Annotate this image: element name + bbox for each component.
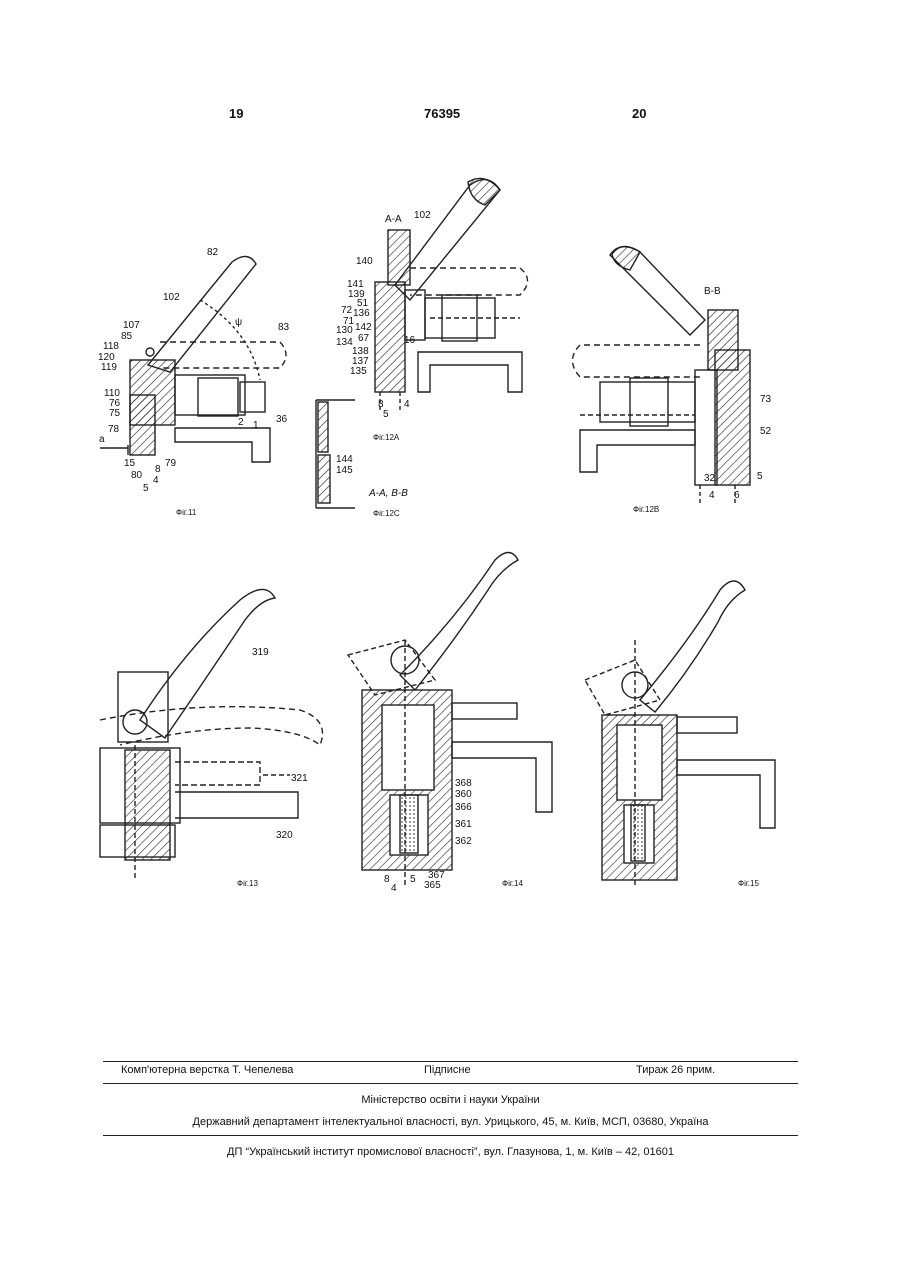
label-8: 8 bbox=[384, 874, 390, 885]
label-15: 15 bbox=[124, 458, 136, 469]
label-118: 118 bbox=[103, 341, 119, 352]
footer-department: Державний департамент інтелектуальної вл… bbox=[0, 1116, 901, 1128]
caption-fig-12b: Фіг.12В bbox=[633, 505, 659, 514]
caption-fig-12c: Фіг.12С bbox=[373, 509, 400, 518]
label-85: 85 bbox=[121, 331, 133, 342]
footer-signed: Підписне bbox=[424, 1064, 471, 1076]
label-32: 32 bbox=[704, 473, 716, 484]
label-section-bb: B-B bbox=[704, 286, 721, 297]
label-4: 4 bbox=[404, 399, 410, 410]
label-134: 134 bbox=[336, 337, 353, 348]
figure-13-labels: 319 321 320 Фіг.13 bbox=[237, 647, 308, 888]
label-80: 80 bbox=[131, 470, 143, 481]
figure-14-drawing bbox=[348, 553, 552, 886]
label-361: 361 bbox=[455, 819, 472, 830]
label-79: 79 bbox=[165, 458, 177, 469]
caption-fig-14: Фіг.14 bbox=[502, 879, 523, 888]
label-365: 365 bbox=[424, 880, 441, 891]
figure-12b-drawing bbox=[573, 246, 751, 505]
label-83: 83 bbox=[278, 322, 290, 333]
label-4: 4 bbox=[709, 490, 715, 501]
caption-fig-15: Фіг.15 bbox=[738, 879, 759, 888]
label-319: 319 bbox=[252, 647, 269, 658]
label-73: 73 bbox=[760, 394, 772, 405]
label-2: 2 bbox=[238, 417, 244, 428]
label-366: 366 bbox=[455, 802, 472, 813]
label-1: 1 bbox=[253, 420, 259, 431]
footer-rule-bottom bbox=[103, 1135, 798, 1136]
figure-15-labels: Фіг.15 bbox=[738, 879, 759, 888]
footer-credit: Комп'ютерна верстка Т. Чепелева bbox=[121, 1064, 293, 1076]
footer-ministry: Міністерство освіти і науки України bbox=[0, 1094, 901, 1106]
label-102: 102 bbox=[163, 292, 180, 303]
label-5: 5 bbox=[757, 471, 763, 482]
label-136: 136 bbox=[353, 308, 370, 319]
figure-12b-labels: B-B 73 52 32 5 4 6 Фіг.12В bbox=[633, 286, 772, 514]
footer-rule-middle bbox=[103, 1083, 798, 1084]
label-368: 368 bbox=[455, 778, 472, 789]
label-5: 5 bbox=[383, 409, 389, 420]
label-36: 36 bbox=[276, 414, 288, 425]
label-8: 8 bbox=[155, 464, 161, 475]
label-135: 135 bbox=[350, 366, 367, 377]
caption-fig-13: Фіг.13 bbox=[237, 879, 258, 888]
label-320: 320 bbox=[276, 830, 293, 841]
caption-fig-12a: Фіг.12А bbox=[373, 433, 400, 442]
label-107: 107 bbox=[123, 320, 140, 331]
label-sections: A-A, B-B bbox=[368, 488, 408, 499]
label-4: 4 bbox=[391, 883, 397, 894]
footer-print-run: Тираж 26 прим. bbox=[636, 1064, 715, 1076]
caption-fig-11: Фіг.11 bbox=[176, 508, 197, 517]
label-psi: ψ bbox=[235, 317, 242, 328]
label-52: 52 bbox=[760, 426, 772, 437]
label-360: 360 bbox=[455, 789, 472, 800]
label-5: 5 bbox=[410, 874, 416, 885]
footer-institute: ДП “Український інститут промислової вла… bbox=[0, 1146, 901, 1158]
label-130: 130 bbox=[336, 325, 353, 336]
label-78: 78 bbox=[108, 424, 120, 435]
label-82: 82 bbox=[207, 247, 219, 258]
label-362: 362 bbox=[455, 836, 472, 847]
label-102: 102 bbox=[414, 210, 431, 221]
label-4: 4 bbox=[153, 475, 159, 486]
label-6: 6 bbox=[734, 490, 740, 501]
label-145: 145 bbox=[336, 465, 353, 476]
figure-11-drawing bbox=[100, 256, 286, 462]
label-a: a bbox=[99, 434, 105, 445]
label-119: 119 bbox=[101, 362, 117, 373]
label-16: 16 bbox=[404, 335, 416, 346]
label-67: 67 bbox=[358, 333, 370, 344]
label-140: 140 bbox=[356, 256, 373, 267]
label-75: 75 bbox=[109, 408, 121, 419]
footer-rule-top bbox=[103, 1061, 798, 1062]
label-144: 144 bbox=[336, 454, 353, 465]
label-321: 321 bbox=[291, 773, 308, 784]
figure-15-drawing bbox=[585, 581, 775, 888]
label-section-aa: A-A bbox=[385, 214, 402, 225]
label-72: 72 bbox=[341, 305, 353, 316]
label-5: 5 bbox=[143, 483, 149, 494]
label-142: 142 bbox=[355, 322, 372, 333]
